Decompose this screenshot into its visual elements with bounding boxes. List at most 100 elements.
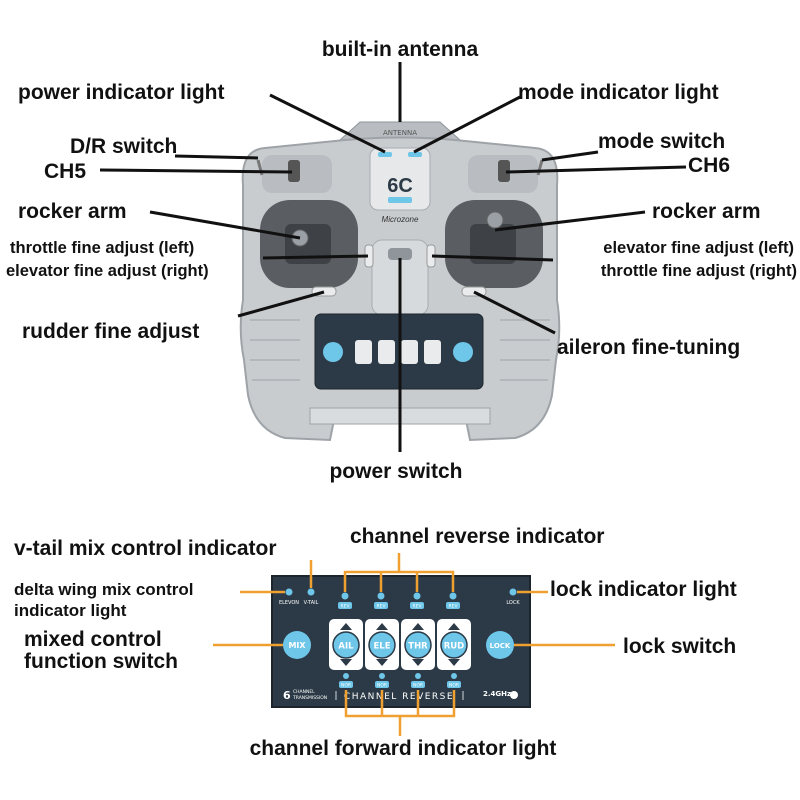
nor-tag (339, 681, 353, 688)
footer-sub2: TRANSMISSION (292, 695, 327, 701)
up-arrow-icon (412, 623, 424, 630)
lock-label: LOCK (490, 642, 511, 650)
nor-label: NOR (449, 683, 459, 689)
up-arrow-icon (448, 623, 460, 630)
leader-rocker-left (149, 210, 301, 240)
lower-btn-4[interactable] (424, 340, 441, 364)
leader-power-light (269, 93, 386, 154)
left-grip-ribs (250, 319, 300, 381)
lock-button[interactable] (486, 631, 514, 659)
label-rudder-fine: rudder fine adjust (22, 320, 199, 343)
down-arrow-icon (376, 659, 388, 666)
thr-label: THR (408, 642, 428, 652)
top-leaders (99, 62, 687, 452)
label-elevator-fine-right: elevator fine adjust (right) (6, 262, 209, 280)
leader-aileron (473, 290, 556, 335)
rev-label: REV (376, 604, 386, 610)
lower-btn-1[interactable] (355, 340, 372, 364)
label-vtail: v-tail mix control indicator (14, 537, 277, 560)
footer-freq: 2.4GHz (483, 690, 511, 698)
footer-count: 6 (283, 689, 291, 702)
lower-btn-2[interactable] (378, 340, 395, 364)
leader-trim-left (262, 254, 369, 260)
ele-button[interactable] (368, 631, 396, 659)
right-grip-ribs (500, 319, 550, 381)
thr-button[interactable] (404, 631, 432, 659)
ele-label: ELE (373, 642, 390, 652)
leader-channel-reverse (343, 553, 455, 592)
nor-tag (447, 681, 461, 688)
label-rocker-right: rocker arm (652, 200, 761, 223)
rev-tag (410, 602, 424, 609)
label-antenna: built-in antenna (322, 38, 479, 61)
rud-button[interactable] (440, 631, 468, 659)
nor-indicator (379, 673, 385, 679)
nor-label: NOR (341, 683, 351, 689)
rev-label: REV (340, 604, 350, 610)
rev-indicator (377, 592, 385, 600)
label-ch6: CH6 (688, 154, 730, 177)
rev-label: REV (412, 604, 422, 610)
label-ch5: CH5 (44, 160, 86, 183)
top-labels: built-in antenna power indicator light m… (6, 38, 797, 483)
nor-label: NOR (377, 683, 387, 689)
bottom-leaders (213, 553, 615, 736)
down-arrow-icon (448, 659, 460, 666)
leader-channel-forward (344, 690, 456, 736)
lock-indicator (509, 588, 517, 596)
ail-button[interactable] (332, 631, 360, 659)
rev-tag (338, 602, 352, 609)
lower-btn-3[interactable] (401, 340, 418, 364)
footer-title: CHANNEL REVERSE (344, 692, 454, 702)
label-mode-light: mode indicator light (518, 81, 719, 104)
rev-label: REV (448, 604, 458, 610)
rev-indicators: REV REV REV REV (338, 592, 460, 610)
leader-rocker-right (494, 210, 646, 232)
leader-mode-switch (541, 150, 599, 162)
ch6-switch[interactable] (498, 160, 510, 182)
lower-lock-button[interactable] (453, 342, 473, 362)
nor-indicators: NOR NOR NOR NOR (339, 673, 461, 689)
label-mode-switch: mode switch (598, 130, 725, 153)
footer-logo-icon (510, 691, 518, 699)
label-delta-line1: delta wing mix control (14, 580, 193, 599)
label-throttle-fine-right: throttle fine adjust (right) (601, 262, 797, 280)
mix-label: MIX (288, 641, 306, 650)
footer-sub1: CHANNEL (293, 689, 315, 695)
elevon-indicator (285, 588, 293, 596)
label-dr-switch: D/R switch (70, 135, 177, 158)
center-display (369, 147, 431, 211)
rev-indicator (449, 592, 457, 600)
rud-label: RUD (444, 642, 465, 652)
mix-button[interactable] (283, 631, 311, 659)
label-power-switch: power switch (329, 460, 462, 483)
rev-indicator (341, 592, 349, 600)
label-mixed-line2: function switch (24, 650, 178, 673)
rev-tag (446, 602, 460, 609)
leader-ch5 (99, 168, 293, 174)
right-stick[interactable] (486, 211, 504, 229)
lower-mix-button[interactable] (323, 342, 343, 362)
nor-indicator (415, 673, 421, 679)
label-delta-line2: indicator light (14, 601, 127, 620)
vtail-indicator (307, 588, 315, 596)
label-lock-light: lock indicator light (550, 578, 737, 601)
bottom-labels: v-tail mix control indicator channel rev… (14, 525, 737, 760)
label-channel-reverse: channel reverse indicator (350, 525, 604, 548)
ch5-switch[interactable] (288, 160, 300, 182)
model-badge (388, 197, 412, 203)
power-switch-slot[interactable] (388, 248, 412, 260)
label-lock-switch: lock switch (623, 635, 736, 658)
nor-indicator (451, 673, 457, 679)
nor-indicator (343, 673, 349, 679)
elevon-text: ELEVON (279, 600, 299, 606)
mode-light (408, 152, 422, 157)
label-aileron-fine: aileron fine-tuning (557, 336, 740, 359)
rev-indicator (413, 592, 421, 600)
nor-tag (411, 681, 425, 688)
right-gimbal-cross (470, 224, 516, 264)
label-elevator-fine-left: elevator fine adjust (left) (603, 239, 794, 257)
leader-dr-switch (174, 154, 259, 160)
label-rocker-left: rocker arm (18, 200, 127, 223)
